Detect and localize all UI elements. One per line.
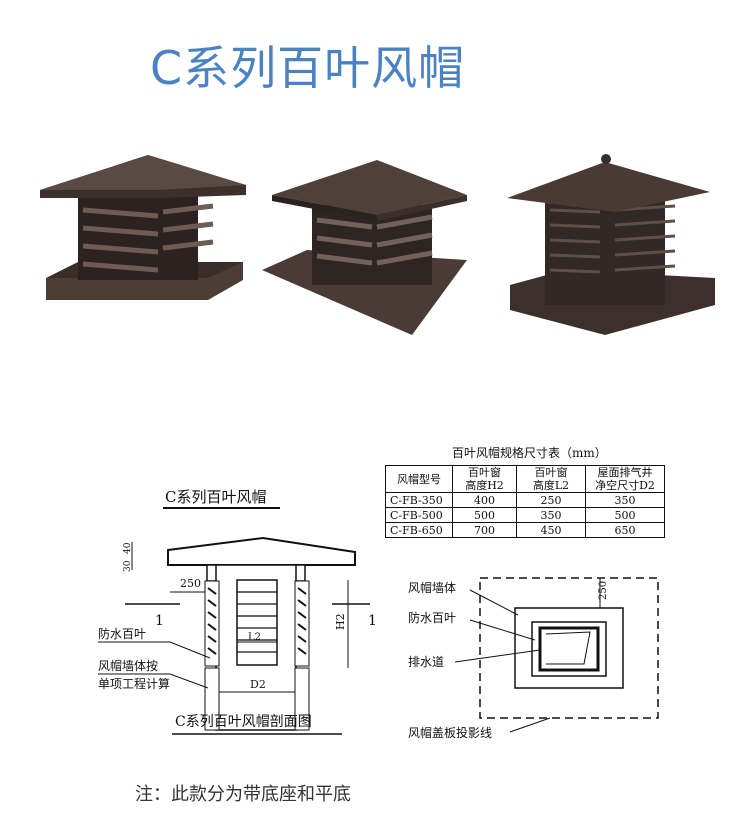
table-header-row: 风帽型号 百叶窗高度H2 百叶窗高度L2 屋面排气井净空尺寸D2 bbox=[385, 465, 665, 493]
header-cell: 风帽型号 bbox=[385, 465, 453, 493]
product-image-tiled-roof bbox=[507, 154, 715, 335]
header-cell: 百叶窗高度L2 bbox=[516, 465, 586, 493]
section-mark-right: 1 bbox=[368, 613, 377, 629]
section-diagram: C系列百叶风帽 40 30 250 1 1 H2 L2 D2 防水百叶 风帽墙体… bbox=[98, 488, 377, 735]
plan-diagram: 250 风帽墙体 防水百叶 排水道 风帽盖板投影线 bbox=[408, 577, 659, 740]
note-text: 注：此款分为带底座和平底 bbox=[135, 784, 351, 805]
label-wall: 风帽墙体 bbox=[408, 580, 456, 595]
section-caption: C系列百叶风帽剖面图 bbox=[175, 714, 312, 730]
page-title: C系列百叶风帽 bbox=[150, 41, 466, 95]
product-image-flat-base bbox=[262, 160, 467, 335]
section-mark-left: 1 bbox=[155, 613, 164, 629]
label-louver: 防水百叶 bbox=[98, 626, 146, 641]
label-wall-2: 单项工程计算 bbox=[98, 676, 170, 691]
dim-250: 250 bbox=[180, 577, 201, 590]
dim-d2: D2 bbox=[250, 678, 266, 691]
label-louver: 防水百叶 bbox=[408, 610, 456, 625]
dim-40: 40 bbox=[123, 542, 133, 554]
label-wall-1: 风帽墙体按 bbox=[98, 658, 158, 673]
dim-l2: L2 bbox=[248, 632, 261, 643]
dim-h2: H2 bbox=[334, 613, 347, 630]
spec-table: 风帽型号 百叶窗高度H2 百叶窗高度L2 屋面排气井净空尺寸D2 C-FB-35… bbox=[385, 465, 665, 538]
label-cover: 风帽盖板投影线 bbox=[408, 725, 492, 740]
label-drain: 排水道 bbox=[408, 655, 444, 669]
header-cell: 屋面排气井净空尺寸D2 bbox=[585, 465, 665, 493]
dim-250: 250 bbox=[598, 581, 609, 600]
product-image-with-base bbox=[40, 155, 246, 300]
table-caption: 百叶风帽规格尺寸表（mm） bbox=[452, 446, 607, 460]
dim-30: 30 bbox=[123, 560, 133, 572]
header-cell: 百叶窗高度H2 bbox=[452, 465, 517, 493]
section-title: C系列百叶风帽 bbox=[165, 488, 266, 506]
